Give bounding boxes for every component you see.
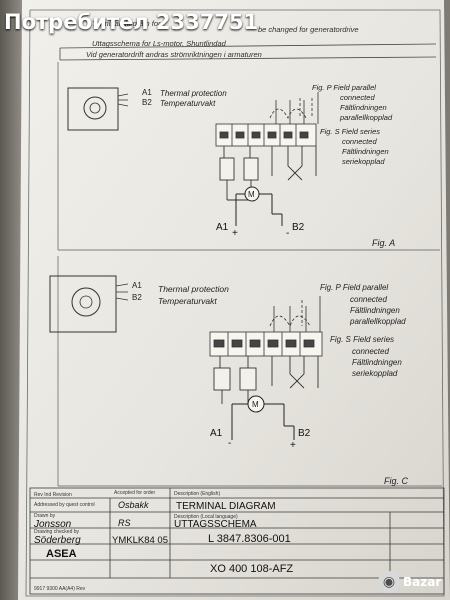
fig-a-b2-label: B2 <box>142 98 152 107</box>
fig-a-plus: + <box>232 228 238 239</box>
header-line3: Vid generatordrift andras strömriktninge… <box>86 50 262 59</box>
fig-c-ser-2: connected <box>352 347 389 356</box>
tb-desc-local-label: Description (Local language) <box>174 514 238 520</box>
fig-c-tempvakt: Temperaturvakt <box>158 296 217 306</box>
tb-doc-no2: XO 400 108-AFZ <box>210 563 293 575</box>
fig-a-tempvakt: Temperaturvakt <box>160 99 216 108</box>
tb-checked-code: YMKLK84 05 <box>112 535 168 546</box>
fig-a-ser-4: seriekopplad <box>342 157 385 166</box>
fig-c-terminal-block <box>209 331 323 357</box>
fig-c-par-3: Fältlindningen <box>350 306 400 315</box>
header-block <box>59 43 437 61</box>
fig-a-motor-label: M <box>248 190 255 199</box>
fig-a-ser-label: Fig. S Field series <box>320 127 380 136</box>
fig-c-plus: + <box>290 440 296 451</box>
fig-a-terminal-block <box>215 123 317 147</box>
paper-border <box>25 9 445 597</box>
paper-sheet <box>18 0 450 600</box>
header-line1b: be changed for generatordrive <box>258 25 359 34</box>
user-overlay-title: Потребител 2337751 <box>4 10 259 34</box>
fig-a-minus: - <box>286 228 289 239</box>
fig-c-thermal: Thermal protection <box>158 284 229 294</box>
header-line1: Terminal diagram for <box>92 19 161 28</box>
tb-footer: 9917 9300 AA(A4) Rev <box>34 586 86 592</box>
fig-a-ser-2: connected <box>342 137 377 146</box>
fig-a-thermal: Thermal protection <box>160 89 227 98</box>
tb-accepted-name: Osbakk <box>118 500 149 510</box>
fig-c-b2-label: B2 <box>132 293 142 302</box>
tb-checked: Söderberg <box>34 535 81 546</box>
fig-c-panel: A1 B2 Thermal protection Temperaturvakt <box>49 256 442 487</box>
fig-a-ser-3: Fältlindningen <box>342 147 389 156</box>
fig-c-bottom-b2: B2 <box>298 428 311 439</box>
fig-c-bottom-a1: A1 <box>210 428 223 439</box>
tb-desc-en-label: Description (English) <box>174 491 220 497</box>
fig-c-caption: Fig. C <box>384 476 409 486</box>
fig-c-minus: - <box>228 438 231 449</box>
fig-a-panel: A1 B2 Thermal protection Temperaturvakt <box>57 62 440 251</box>
fig-a-par-label: Fig. P Field parallel <box>312 83 376 92</box>
fig-a-par-2: connected <box>340 93 375 102</box>
bazar-logo-icon: ◉ <box>378 571 400 593</box>
tb-drawn: Jonsson <box>33 519 72 530</box>
fig-a-par-3: Fältlindningen <box>340 103 387 112</box>
title-block <box>29 487 445 595</box>
fig-a-par-4: parallellkopplad <box>339 113 393 122</box>
fig-c-ser-3: Fältlindningen <box>352 358 402 367</box>
fig-c-ser-label: Fig. S Field series <box>330 335 394 344</box>
fig-c-a1-label: A1 <box>132 281 142 290</box>
watermark-text: Bazar <box>403 575 442 589</box>
fig-c-motor-label: M <box>252 400 259 409</box>
motor-housing-icon <box>67 87 119 131</box>
fig-c-par-label: Fig. P Field parallel <box>320 283 388 292</box>
tb-desc-en: TERMINAL DIAGRAM <box>176 501 276 512</box>
fig-a-bottom-a1: A1 <box>216 222 229 233</box>
fig-a-bottom-b2: B2 <box>292 222 305 233</box>
tb-company-logo: ASEA <box>46 548 77 560</box>
tb-drawn-init: RS <box>118 518 131 528</box>
motor-housing-icon-c <box>49 275 117 333</box>
watermark: ◉ Bazar <box>378 568 446 596</box>
tb-doc-no: L 3847.8306-001 <box>208 533 291 545</box>
tb-accepted: Accepted for order <box>114 490 155 496</box>
fig-c-ser-4: seriekopplad <box>352 369 398 378</box>
tb-address: Addressed by quest control <box>34 502 95 508</box>
fig-c-par-4: parallellkopplad <box>349 317 406 326</box>
tb-rev: Rev Ind Revision <box>34 492 72 498</box>
tb-drawn-label: Drawn by <box>34 513 56 519</box>
fig-c-par-2: connected <box>350 295 387 304</box>
tb-desc-local: UTTAGSSCHEMA <box>174 519 257 530</box>
fig-a-a1-label: A1 <box>142 88 152 97</box>
tb-checked-label: Drawing checked by <box>34 529 80 535</box>
header-line2: Uttagsschema for Ls-motor, Shuntlindad <box>92 39 227 48</box>
fig-a-caption: Fig. A <box>372 238 395 248</box>
